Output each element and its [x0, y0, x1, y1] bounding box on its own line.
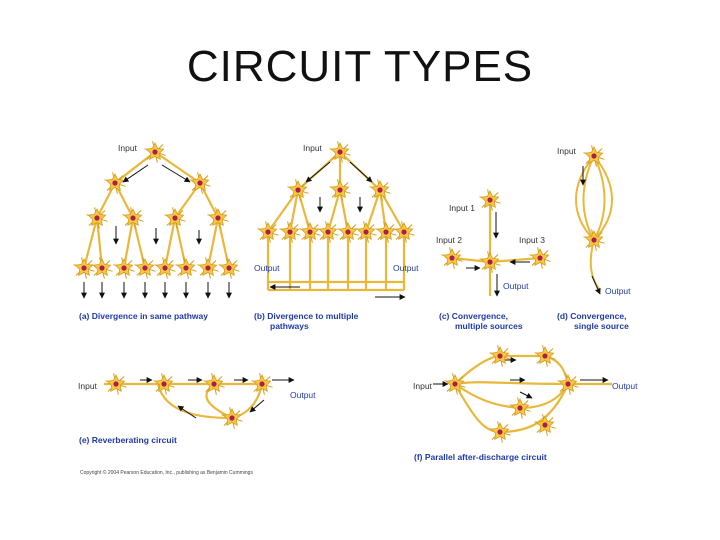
- neuron: [489, 345, 511, 367]
- neuron: [393, 221, 415, 243]
- neuron: [299, 221, 321, 243]
- arrow: [305, 161, 331, 183]
- neuron: [203, 373, 225, 395]
- neuron-group: [73, 141, 240, 279]
- neuron: [534, 414, 556, 436]
- neuron: [479, 251, 501, 273]
- neuron: [144, 141, 166, 163]
- neuron: [164, 207, 186, 229]
- arrow: [177, 405, 197, 419]
- input-label: Input: [413, 381, 433, 391]
- neuron: [355, 221, 377, 243]
- neuron: [257, 221, 279, 243]
- neuron-group: [583, 145, 605, 251]
- neuron: [189, 172, 211, 194]
- neuron: [369, 179, 391, 201]
- output-label: Output: [605, 286, 631, 296]
- neuron: [337, 221, 359, 243]
- panel-caption: (c) Convergence,: [439, 311, 508, 321]
- input-label: Input 1: [449, 203, 475, 213]
- neuron: [557, 373, 579, 395]
- output-label: Output: [254, 263, 280, 273]
- copyright-text: Copyright © 2004 Pearson Education, Inc.…: [80, 469, 253, 476]
- input-label: Input: [118, 143, 138, 153]
- panel-b-divergence-multiple-pathways: Input Output Output (b) Divergence to mu…: [254, 141, 419, 331]
- arrow: [349, 161, 373, 183]
- neuron: [329, 179, 351, 201]
- panel-d-convergence-single-source: Input Output (d) Convergence, single sou…: [557, 145, 631, 331]
- neuron: [207, 207, 229, 229]
- neuron: [197, 257, 219, 279]
- neuron: [509, 397, 531, 419]
- input-label: Input 2: [436, 235, 462, 245]
- neuron-group: [444, 345, 579, 443]
- neuron: [317, 221, 339, 243]
- neuron: [91, 257, 113, 279]
- arrow: [591, 275, 601, 295]
- panel-e-reverberating-circuit: Input Output (e) Reverberating circuit: [78, 373, 316, 445]
- neuron: [444, 373, 466, 395]
- neuron: [221, 407, 243, 429]
- neuron: [529, 247, 551, 269]
- neuron: [279, 221, 301, 243]
- neuron: [583, 229, 605, 251]
- neuron-group: [257, 141, 415, 243]
- slide-title: CIRCUIT TYPES: [186, 42, 534, 91]
- output-label: Output: [290, 390, 316, 400]
- panel-caption: (a) Divergence in same pathway: [79, 311, 208, 321]
- neuron: [154, 257, 176, 279]
- output-label: Output: [612, 381, 638, 391]
- neuron: [105, 373, 127, 395]
- panel-c-convergence-multiple-sources: Input 1 Input 2 Input 3 Output (c) Conve…: [436, 189, 551, 331]
- neuron: [329, 141, 351, 163]
- neuron: [218, 257, 240, 279]
- neuron: [113, 257, 135, 279]
- neuron: [86, 207, 108, 229]
- arrow: [122, 164, 149, 183]
- panel-caption: (e) Reverberating circuit: [79, 435, 177, 445]
- neuron: [375, 221, 397, 243]
- neuron-group: [105, 373, 273, 429]
- neuron: [489, 421, 511, 443]
- panel-caption: pathways: [270, 321, 309, 331]
- neuron: [122, 207, 144, 229]
- output-label: Output: [393, 263, 419, 273]
- neuron: [441, 247, 463, 269]
- input-label: Input: [303, 143, 323, 153]
- panel-a-divergence-same-pathway: Input (a) Divergence in same pathway: [73, 141, 240, 321]
- neuron: [287, 179, 309, 201]
- neuron: [251, 373, 273, 395]
- neuron: [583, 145, 605, 167]
- output-label: Output: [503, 281, 529, 291]
- neuron: [153, 373, 175, 395]
- panel-caption: multiple sources: [455, 321, 523, 331]
- neuron: [73, 257, 95, 279]
- neuron: [104, 172, 126, 194]
- input-label: Input: [557, 146, 577, 156]
- arrow: [519, 391, 533, 399]
- panel-caption: single source: [574, 321, 629, 331]
- neuron: [175, 257, 197, 279]
- panel-caption: (f) Parallel after-discharge circuit: [414, 452, 547, 462]
- panel-caption: (b) Divergence to multiple: [254, 311, 359, 321]
- panel-caption: (d) Convergence,: [557, 311, 626, 321]
- arrow: [161, 164, 191, 183]
- neuron: [534, 345, 556, 367]
- arrow: [249, 399, 265, 413]
- panel-f-parallel-after-discharge: Input Output (f) Parallel after-discharg…: [413, 345, 638, 462]
- neuron: [479, 189, 501, 211]
- neuron-group: [441, 189, 551, 273]
- neuron: [134, 257, 156, 279]
- input-label: Input: [78, 381, 98, 391]
- input-label: Input 3: [519, 235, 545, 245]
